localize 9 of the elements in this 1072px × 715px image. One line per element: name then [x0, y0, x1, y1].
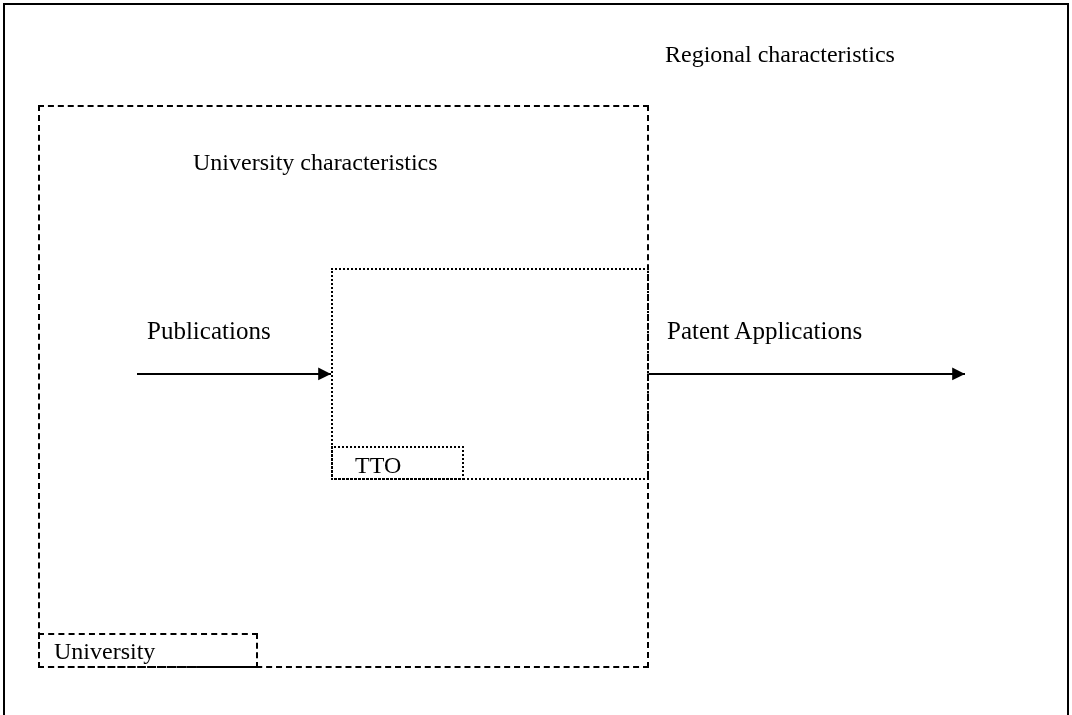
- university-box: [38, 633, 258, 668]
- node-label: University: [54, 639, 156, 663]
- node-label: University characteristics: [193, 150, 438, 174]
- arrow: [136, 367, 332, 381]
- process-box: [331, 268, 649, 480]
- node-label: TTO: [355, 453, 402, 477]
- arrow: [648, 367, 966, 381]
- tto-box: [331, 446, 464, 480]
- node-label: Regional characteristics: [665, 42, 895, 66]
